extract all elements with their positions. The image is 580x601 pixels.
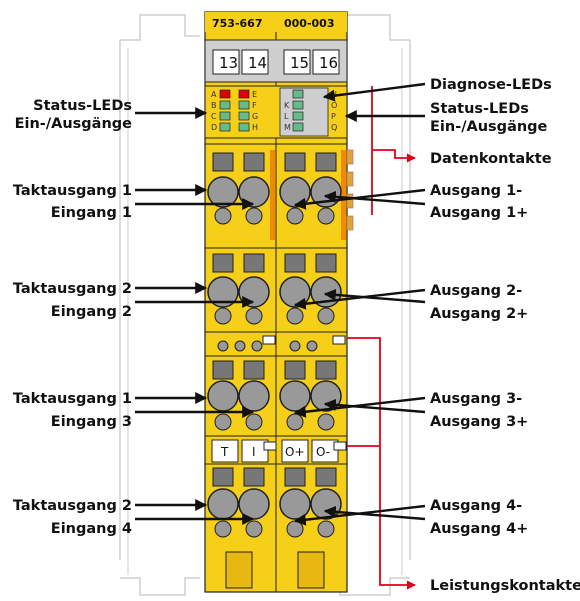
label-ein-ausgaenge-left: Ein-/Ausgänge: [15, 116, 133, 132]
led-letter-b: B: [211, 101, 217, 110]
label-status-leds-left: Status-LEDs: [33, 98, 132, 114]
led-letter-g: G: [252, 112, 258, 121]
plate-t: T: [220, 445, 229, 459]
label-ausgang-2-plus: Ausgang 2+: [430, 306, 528, 322]
right-labels: Diagnose-LEDs Status-LEDs Ein-/Ausgänge …: [430, 77, 580, 594]
led-column-left: [219, 89, 250, 132]
led-letter-k: K: [284, 101, 290, 110]
module-code-right: 000-003: [284, 17, 335, 30]
led-letter-o: O: [331, 101, 337, 110]
label-ausgang-1-plus: Ausgang 1+: [430, 205, 528, 221]
led-letter-l: L: [284, 112, 289, 121]
terminal-13: 13: [219, 54, 238, 72]
label-ein-ausgaenge-right: Ein-/Ausgänge: [430, 119, 548, 135]
led-letter-p: P: [331, 112, 336, 121]
terminal-14: 14: [248, 54, 267, 72]
terminal-15: 15: [290, 54, 309, 72]
data-contacts: [346, 149, 354, 231]
label-ausgang-4-plus: Ausgang 4+: [430, 521, 528, 537]
label-taktausgang-2-b: Taktausgang 2: [13, 498, 132, 514]
label-taktausgang-1-b: Taktausgang 1: [13, 391, 132, 407]
label-ausgang-3-minus: Ausgang 3-: [430, 391, 522, 407]
label-taktausgang-1-a: Taktausgang 1: [13, 183, 132, 199]
label-leistungskontakte: Leistungskontakte: [430, 578, 580, 594]
label-ausgang-3-plus: Ausgang 3+: [430, 414, 528, 430]
label-datenkontakte: Datenkontakte: [430, 151, 552, 167]
module-body: 753-667 000-003 13 14 15 16: [204, 11, 354, 593]
label-eingang-1: Eingang 1: [51, 205, 132, 221]
red-contact-lines: [347, 86, 416, 590]
label-taktausgang-2-a: Taktausgang 2: [13, 281, 132, 297]
pointer-arrows: [135, 82, 426, 526]
module-code-left: 753-667: [212, 17, 263, 30]
led-letter-a: A: [211, 90, 217, 99]
plate-i: I: [252, 445, 256, 459]
led-letter-c: C: [211, 112, 217, 121]
label-eingang-3: Eingang 3: [51, 414, 132, 430]
led-letter-f: F: [252, 101, 257, 110]
plate-o-minus: O-: [316, 445, 330, 459]
plate-o-plus: O+: [285, 445, 305, 459]
label-diagnose-leds: Diagnose-LEDs: [430, 77, 552, 93]
label-eingang-2: Eingang 2: [51, 304, 132, 320]
label-ausgang-2-minus: Ausgang 2-: [430, 283, 522, 299]
label-eingang-4: Eingang 4: [51, 521, 132, 537]
label-ausgang-1-minus: Ausgang 1-: [430, 183, 522, 199]
led-letter-d: D: [211, 123, 217, 132]
label-ausgang-4-minus: Ausgang 4-: [430, 498, 522, 514]
rail-outline: [119, 14, 411, 596]
led-letter-m: M: [284, 123, 291, 132]
terminal-16: 16: [319, 54, 338, 72]
led-letter-q: Q: [331, 123, 337, 132]
led-letter-h: H: [252, 123, 258, 132]
led-letter-e: E: [252, 90, 257, 99]
label-status-leds-right: Status-LEDs: [430, 101, 529, 117]
led-column-right: [292, 89, 304, 132]
left-labels: Status-LEDs Ein-/Ausgänge Taktausgang 1 …: [13, 98, 132, 537]
